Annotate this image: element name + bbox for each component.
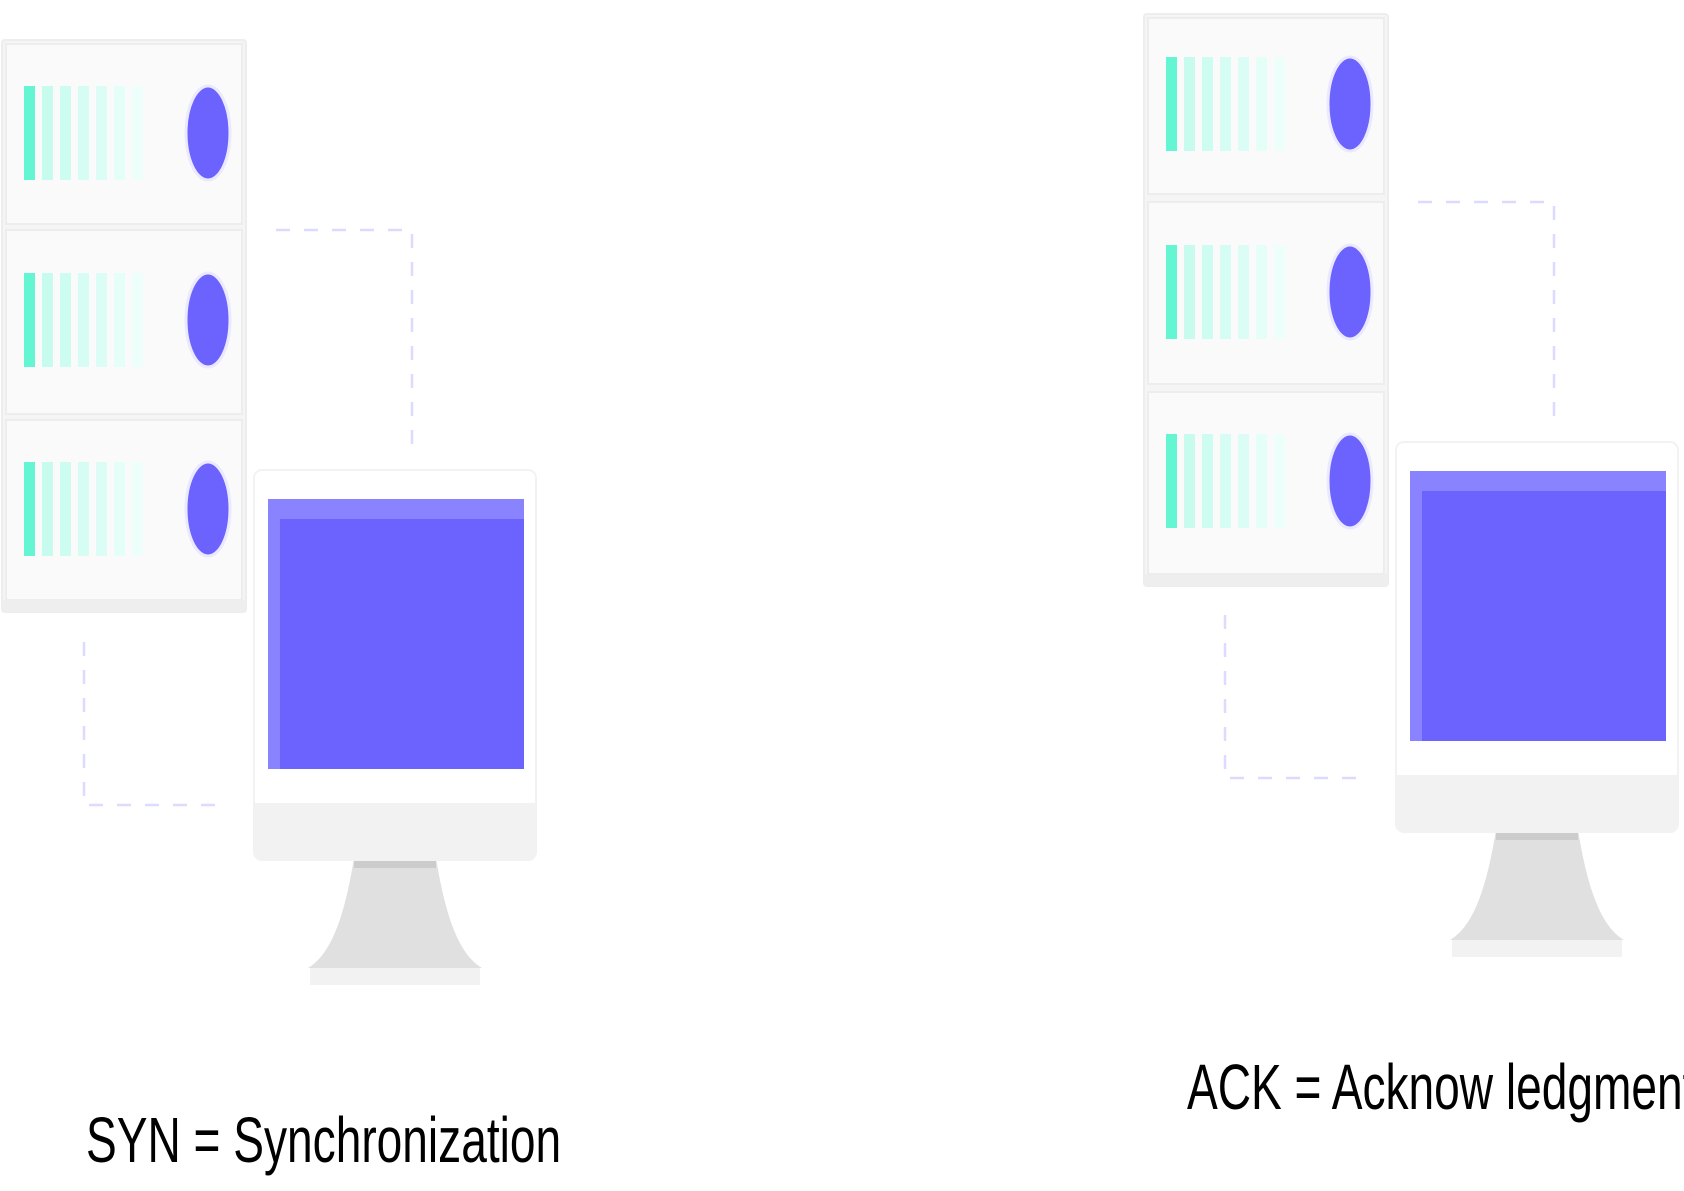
right-server-unit-2 (1147, 201, 1385, 385)
left-server-unit-2 (5, 229, 243, 415)
left-server-status-light-1 (184, 84, 232, 182)
right-server-status-light-2 (1326, 243, 1374, 341)
right-monitor-screen (1410, 471, 1666, 741)
left-desktop-monitor-icon (253, 469, 537, 985)
right-group (1143, 13, 1679, 957)
right-server-rack-icon (1143, 13, 1389, 587)
left-server-status-light-2 (184, 271, 232, 369)
right-server-unit-3 (1147, 391, 1385, 575)
left-server-status-light-3 (184, 460, 232, 558)
left-server-unit-1 (5, 43, 243, 225)
ack-caption: ACK = Acknow ledgment (1187, 1051, 1684, 1123)
left-group (1, 39, 537, 985)
right-monitor-base (1452, 940, 1622, 957)
right-server-unit-1 (1147, 17, 1385, 195)
right-bottom-connector (1223, 615, 1364, 780)
syn-caption: SYN = Synchronization (86, 1104, 562, 1176)
right-connector-lines (1223, 200, 1556, 780)
left-connector-lines (82, 228, 414, 807)
right-desktop-monitor-icon (1395, 441, 1679, 957)
right-monitor-stand (1450, 830, 1624, 940)
left-monitor-screen (268, 499, 524, 769)
left-monitor-stand (308, 858, 482, 968)
right-server-status-light-3 (1326, 432, 1374, 530)
left-server-unit-3 (5, 419, 243, 601)
left-monitor-chin (254, 803, 536, 860)
right-top-connector (1418, 200, 1556, 428)
right-monitor-chin (1396, 775, 1678, 832)
left-monitor-base (310, 968, 480, 985)
left-server-rack-icon (1, 39, 247, 613)
left-bottom-connector (82, 642, 222, 807)
left-top-connector (276, 228, 414, 455)
right-server-status-light-1 (1326, 55, 1374, 153)
